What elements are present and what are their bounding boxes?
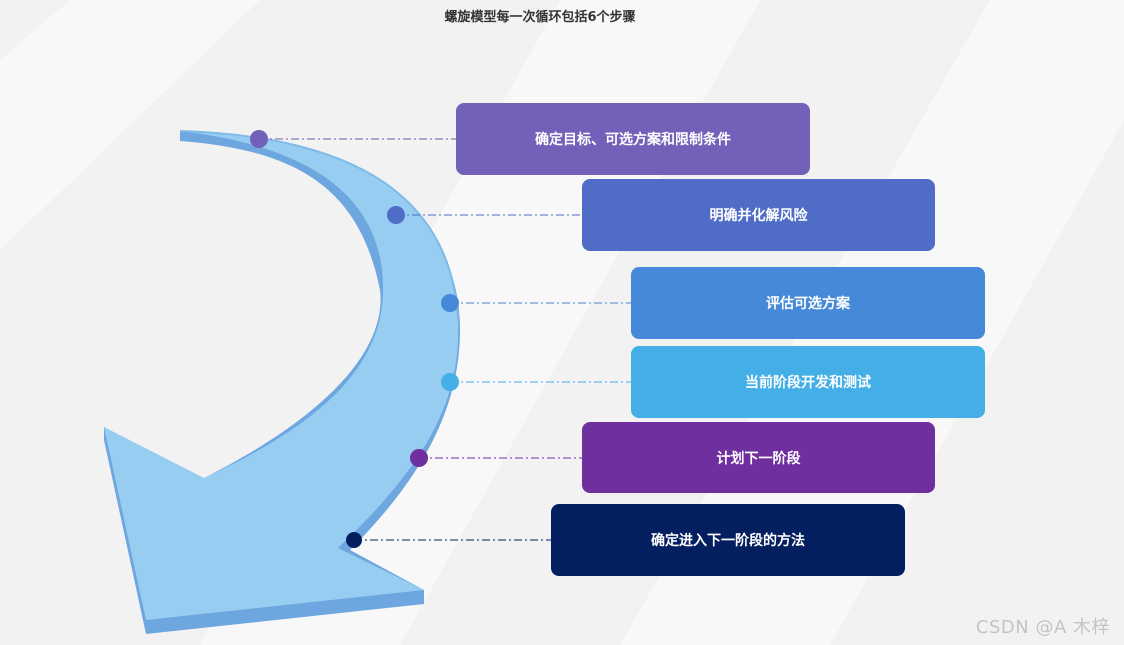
connector-5	[410, 449, 582, 467]
step-2-marker	[387, 206, 405, 224]
step-4-box: 当前阶段开发和测试	[631, 346, 985, 418]
step-6-marker	[346, 532, 362, 548]
step-5-label: 计划下一阶段	[716, 450, 801, 467]
step-3-label: 评估可选方案	[766, 296, 850, 312]
connector-4	[441, 373, 631, 391]
step-5-box: 计划下一阶段	[582, 422, 935, 493]
step-4-marker	[441, 373, 459, 391]
step-5-marker	[410, 449, 428, 467]
step-3-marker	[441, 294, 459, 312]
step-2-box: 明确并化解风险	[582, 179, 935, 251]
step-6-label: 确定进入下一阶段的方法	[651, 533, 805, 549]
step-1-label: 确定目标、可选方案和限制条件	[535, 132, 731, 148]
connector-6	[346, 532, 551, 548]
step-6-box: 确定进入下一阶段的方法	[551, 504, 905, 576]
connector-1	[250, 130, 456, 148]
connector-3	[441, 294, 631, 312]
diagram-title: 螺旋模型每一次循环包括6个步骤	[444, 10, 636, 25]
step-1-box: 确定目标、可选方案和限制条件	[456, 103, 810, 175]
connector-2	[387, 206, 582, 224]
watermark: CSDN @A 木梓	[975, 617, 1110, 638]
step-1-marker	[250, 130, 268, 148]
step-3-box: 评估可选方案	[631, 267, 985, 339]
arrow-face	[104, 131, 459, 620]
step-2-label: 明确并化解风险	[709, 208, 808, 224]
step-4-label: 当前阶段开发和测试	[745, 375, 871, 391]
